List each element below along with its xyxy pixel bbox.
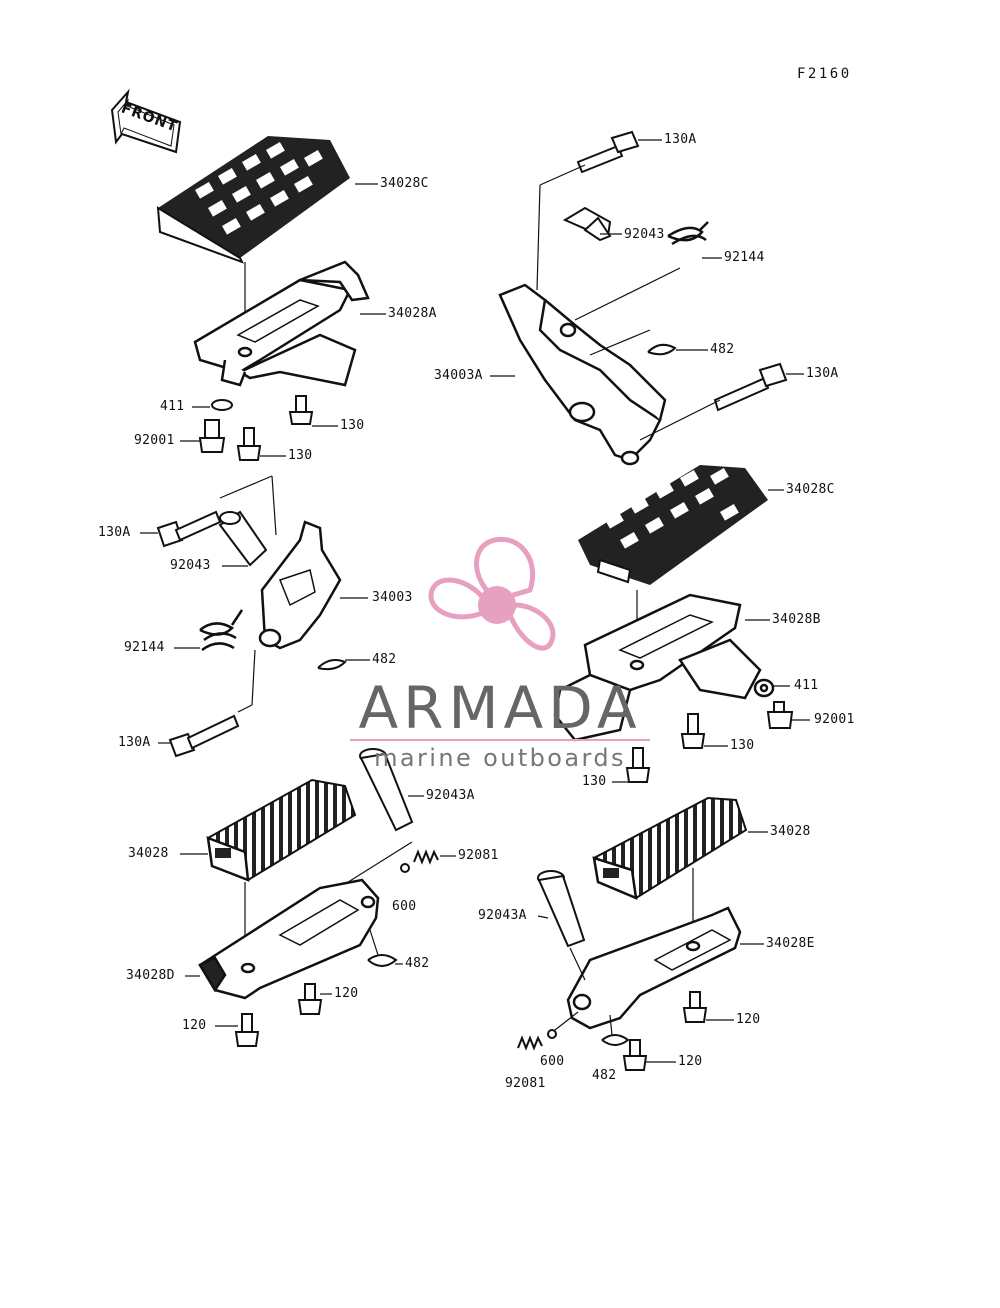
part-label: 34003: [372, 590, 413, 605]
bolt-130A-mid-right-icon: [713, 362, 788, 412]
footpeg-rubber-34028-left: [206, 778, 357, 882]
part-label: 130A: [98, 525, 131, 540]
part-label: 411: [794, 678, 819, 693]
part-label: 92001: [814, 712, 855, 727]
footpeg-bracket-34028A: [193, 260, 370, 387]
washer-411-right-icon: [753, 678, 775, 698]
spring-92144-left-icon: [199, 609, 244, 652]
pin-92043-top-icon: [562, 206, 612, 242]
part-label: 34003A: [434, 368, 483, 383]
clip-482-bottom-left-icon: [367, 954, 398, 967]
part-label: 120: [182, 1018, 207, 1033]
part-label: 34028A: [388, 306, 437, 321]
footpeg-bracket-34028D: [198, 878, 380, 1000]
part-label: 34028B: [772, 612, 821, 627]
part-label: 130: [582, 774, 607, 789]
bolt-120-right-b-icon: [622, 1039, 648, 1071]
part-label: 92001: [134, 433, 175, 448]
leader-lines-bottom-left: [344, 841, 413, 956]
part-label: 600: [392, 899, 417, 914]
part-label: 92043A: [426, 788, 475, 803]
clip-482-left-icon: [317, 659, 347, 671]
leader-lines-bottom-right: [554, 947, 613, 1036]
bolt-120-left-b-icon: [234, 1013, 260, 1047]
bracket-34003A: [498, 283, 667, 466]
footpeg-rubber-34028C-right: [578, 465, 768, 585]
part-label: 482: [372, 652, 397, 667]
part-label: 130: [340, 418, 365, 433]
spring-92081-right-icon: [517, 1029, 557, 1051]
bolt-130A-left-mid-icon: [156, 510, 222, 548]
washer-411-left-icon: [211, 399, 233, 411]
callout-lines: [140, 139, 810, 1063]
part-label: 34028: [128, 846, 169, 861]
part-label: 34028E: [766, 936, 815, 951]
bolt-130-left-b-icon: [236, 427, 262, 461]
part-label: 34028D: [126, 968, 175, 983]
bolt-130A-top-icon: [576, 130, 640, 174]
bolt-92001-right-icon: [766, 701, 794, 729]
spring-92081-left-icon: [400, 849, 439, 873]
bolt-130-right-a-icon: [680, 713, 706, 749]
watermark-title: ARMADA: [358, 674, 642, 742]
part-label: 92144: [124, 640, 165, 655]
clip-482-bottom-right-icon: [601, 1034, 630, 1046]
footpeg-rubber-34028C-top: [156, 136, 350, 264]
part-label: 92043: [170, 558, 211, 573]
part-label: 92144: [724, 250, 765, 265]
pin-92043A-right-icon: [537, 870, 586, 948]
part-label: 600: [540, 1054, 565, 1069]
propeller-logo-icon: [428, 536, 556, 651]
bolt-130-left-a-icon: [288, 395, 314, 425]
part-label: 482: [592, 1068, 617, 1083]
footpeg-bracket-34028E: [566, 906, 742, 1030]
part-label: 92081: [458, 848, 499, 863]
leader-lines-mid-left: [219, 475, 277, 713]
pin-92043A-left-icon: [359, 748, 414, 832]
bolt-120-right-a-icon: [682, 991, 708, 1023]
part-label: 120: [334, 986, 359, 1001]
clip-482-top-icon: [647, 343, 677, 356]
part-label: 482: [405, 956, 430, 971]
bracket-34003: [258, 520, 342, 650]
watermark-subtitle: marine outboards: [374, 744, 626, 772]
part-label: 130A: [806, 366, 839, 381]
part-label: 482: [710, 342, 735, 357]
part-label: 130A: [664, 132, 697, 147]
part-label: 34028C: [786, 482, 835, 497]
part-label: 411: [160, 399, 185, 414]
pin-92043-left-icon: [218, 510, 268, 567]
bolt-120-left-a-icon: [297, 983, 323, 1015]
bolt-130A-left-bottom-icon: [168, 714, 240, 758]
bolt-92001-left-icon: [198, 419, 226, 453]
leader-lines-top-right: [536, 164, 721, 441]
part-label: 130A: [118, 735, 151, 750]
part-label: 92043: [624, 227, 665, 242]
footpeg-rubber-34028-right: [592, 796, 748, 901]
part-label: 130: [730, 738, 755, 753]
part-label: 120: [678, 1054, 703, 1069]
front-arrow-icon: [110, 88, 182, 154]
bolt-130-right-b-icon: [625, 747, 651, 783]
part-label: 92081: [505, 1076, 546, 1091]
part-label: 120: [736, 1012, 761, 1027]
part-label: 34028C: [380, 176, 429, 191]
spring-92144-top-icon: [667, 221, 709, 246]
part-label: 130: [288, 448, 313, 463]
footpeg-bracket-34028B: [553, 593, 762, 742]
part-label: 34028: [770, 824, 811, 839]
part-label: 92043A: [478, 908, 527, 923]
diagram-code: F2160: [797, 66, 852, 82]
